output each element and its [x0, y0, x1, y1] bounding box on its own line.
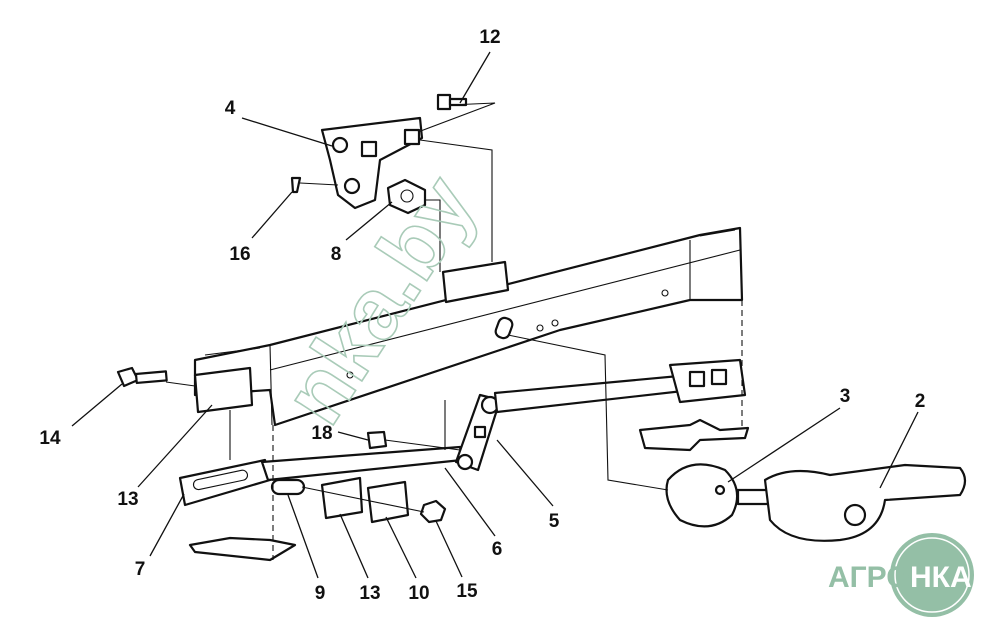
callout-6: 6 — [492, 539, 503, 560]
callout-9: 9 — [315, 583, 326, 604]
logo-text-left: АГРО — [828, 561, 910, 594]
callout-14: 14 — [39, 428, 61, 449]
callout-15: 15 — [456, 581, 478, 602]
bolt-part-14 — [116, 366, 168, 388]
callout-16: 16 — [229, 244, 250, 265]
bushing-part-9 — [270, 478, 306, 496]
plate-part-13-upper — [193, 366, 254, 414]
callout-2: 2 — [915, 391, 926, 412]
assembly-lines — [165, 102, 743, 560]
callout-3: 3 — [840, 386, 851, 407]
nut-part-15 — [419, 499, 447, 524]
nut-part-8 — [386, 178, 427, 215]
handle-part-2 — [736, 463, 967, 542]
latch-plate — [638, 418, 750, 452]
callout-13-upper: 13 — [117, 489, 138, 510]
beam-bracket — [441, 260, 510, 304]
clip-part-18 — [366, 430, 388, 450]
callout-10: 10 — [408, 583, 429, 604]
callout-5: 5 — [549, 511, 560, 532]
plate-part-13-lower — [320, 476, 364, 520]
washer-part-3 — [665, 463, 739, 528]
link-part-5 — [454, 393, 502, 472]
lever-part-7 — [178, 458, 272, 507]
callout-18: 18 — [311, 423, 332, 444]
callout-4: 4 — [225, 98, 236, 119]
latch-mechanism — [668, 358, 747, 404]
plate-part-10 — [366, 480, 410, 524]
agronka-logo: АГРО НКА — [828, 533, 974, 617]
upper-rod — [493, 373, 694, 414]
callout-13-lower: 13 — [359, 583, 380, 604]
bracket-part-4 — [320, 116, 424, 210]
rod-part-6 — [260, 445, 464, 482]
main-beam — [193, 226, 744, 427]
callout-8: 8 — [331, 244, 342, 265]
callout-7: 7 — [135, 559, 146, 580]
pin-part-16 — [290, 176, 302, 194]
callout-labels: 12 4 16 8 14 13 7 18 9 13 10 15 6 5 3 2 — [39, 27, 925, 604]
logo-text-right: НКА — [910, 561, 972, 594]
bolt-part-12 — [436, 93, 468, 111]
callout-12: 12 — [479, 27, 500, 48]
leader-lines — [71, 51, 919, 579]
base-plate — [188, 536, 297, 562]
